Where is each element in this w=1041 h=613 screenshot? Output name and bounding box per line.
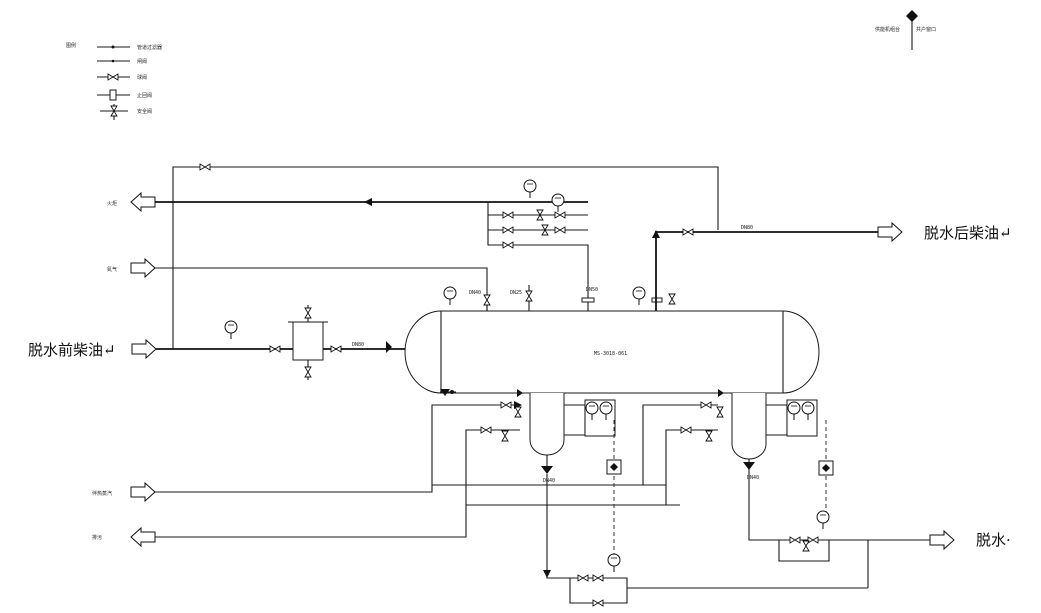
pipe-size-top-2: DN25	[510, 290, 522, 296]
inlet-line: 脱水前柴油↵ DN80	[28, 305, 405, 380]
legend-item: 球阀	[137, 74, 147, 81]
legend-item: 安全阀	[137, 108, 152, 115]
stream-outlet-top: 脱水后柴油↵	[924, 224, 1012, 242]
pipe-size-outlet: DN80	[741, 225, 753, 231]
stream-inlet: 脱水前柴油↵	[28, 341, 116, 359]
boot-drain-right: DN40 脱水·	[743, 462, 1011, 588]
safety-valve-manifold	[487, 179, 589, 311]
stream-flare: 火炬	[107, 200, 117, 207]
legend-header: 图例	[66, 42, 76, 49]
top-nozzles: DN40 DN25 DN50	[443, 285, 676, 311]
pipe-size-top-1: DN40	[469, 290, 481, 296]
title-block: 供能机组台 共户窗口	[875, 10, 936, 50]
level-instruments-right	[766, 399, 834, 512]
legend-item: 止回阀	[137, 92, 152, 99]
pipe-size-top-3: DN50	[586, 287, 598, 293]
legend-item: 闸阀	[137, 58, 147, 65]
north-diamond-icon	[906, 10, 918, 22]
recycle-line	[172, 163, 719, 349]
level-instruments-left	[564, 399, 622, 555]
stream-steam: 伴热蒸汽	[92, 490, 112, 497]
drain-line: 排污	[92, 426, 520, 547]
outlet-line: DN80 脱水后柴油↵	[652, 222, 1012, 311]
pipe-size-boot-2: DN40	[747, 475, 759, 481]
legend: 图例 管道过滤器 闸阀 球阀 止回阀 安全阀	[66, 42, 162, 120]
stream-outlet-bottom: 脱水·	[976, 531, 1011, 549]
nitrogen-line: 氮气	[107, 258, 488, 311]
vessel-tag: MS-3018-061	[594, 351, 627, 357]
pipe-size-boot-1: DN40	[543, 478, 555, 484]
boot-drain-left: DN40	[541, 466, 868, 607]
legend-item: 管道过滤器	[137, 44, 162, 51]
flare-line: 火炬	[107, 192, 588, 212]
pipe-size-inlet: DN80	[352, 342, 364, 348]
separator-vessel: MS-3018-061	[404, 310, 820, 394]
title-text-right: 共户窗口	[916, 26, 936, 33]
water-boot-left	[529, 393, 565, 470]
stream-nitrogen: 氮气	[107, 266, 117, 273]
stream-drain: 排污	[92, 534, 102, 541]
title-text-left: 供能机组台	[875, 26, 900, 33]
water-boot-right	[731, 393, 767, 470]
